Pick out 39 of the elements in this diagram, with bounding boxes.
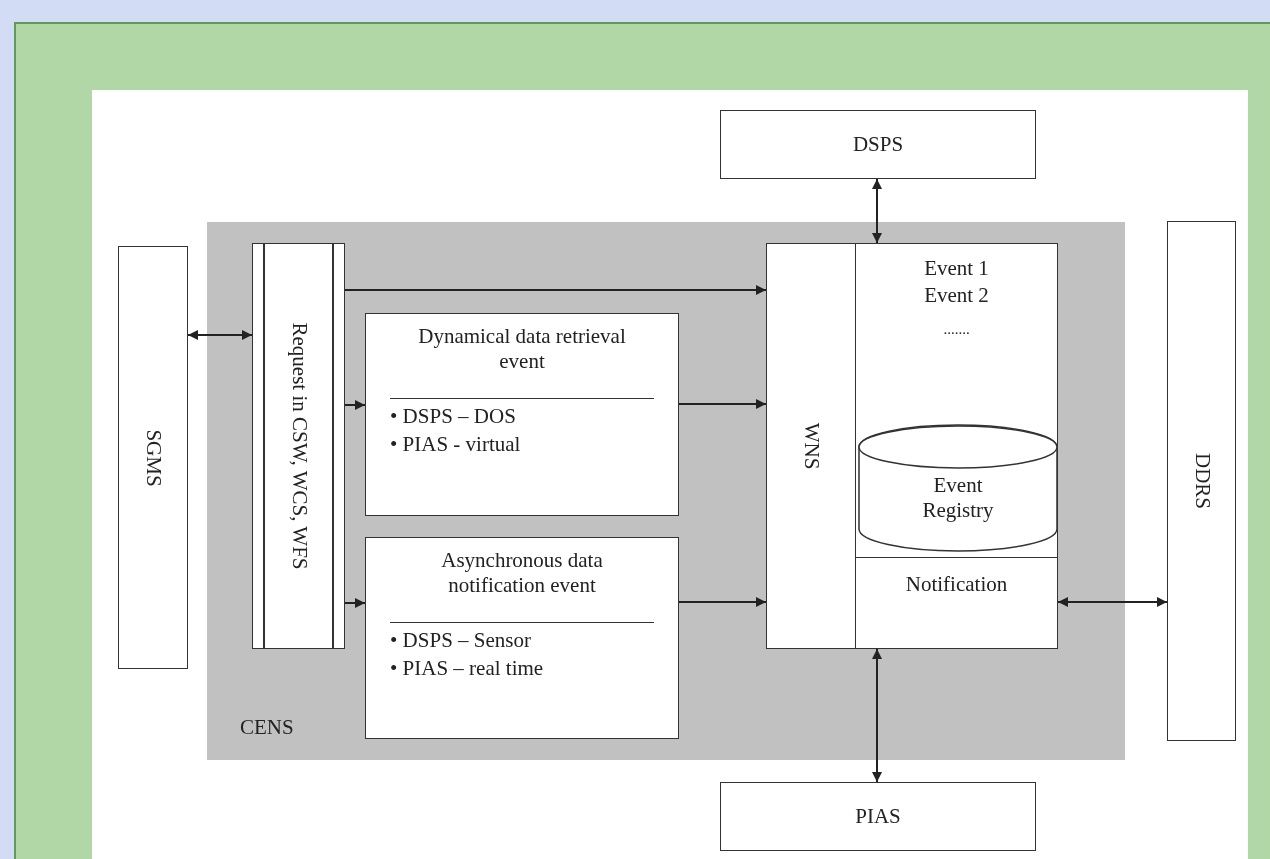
box-label: Notification — [905, 572, 1008, 596]
event-card — [365, 537, 679, 739]
event-list-box — [855, 243, 1058, 558]
bullet-item: • PIAS – real time — [390, 654, 545, 682]
box-label: DSPS — [852, 131, 904, 158]
event-label: Event 2 — [924, 283, 989, 309]
bullet-item: • DSPS – DOS — [390, 403, 517, 431]
process-box — [720, 782, 1036, 851]
region-label: CENS — [240, 714, 294, 740]
arrow — [872, 178, 882, 244]
process-box — [1167, 221, 1236, 741]
box-label: PIAS — [855, 803, 901, 830]
arrow — [678, 597, 767, 607]
arrow — [1057, 597, 1168, 607]
process-box — [855, 557, 1058, 649]
card-heading: Dynamical data retrieval event — [417, 324, 627, 375]
box-label: WNS — [798, 422, 824, 470]
arrow — [872, 648, 882, 783]
process-box — [118, 246, 188, 669]
arrow — [344, 598, 366, 608]
box-label: Request in CSW, WCS, WFS — [286, 322, 311, 570]
arrow — [344, 285, 767, 295]
bullet-item: • DSPS – Sensor — [390, 627, 532, 655]
request-box — [252, 243, 345, 649]
event-label: Event 1 — [924, 256, 989, 282]
cens-region — [207, 222, 1125, 760]
process-box — [766, 243, 856, 649]
ellipsis: ....... — [943, 320, 970, 339]
arrow — [344, 400, 366, 410]
event-card — [365, 313, 679, 516]
process-box — [720, 110, 1036, 179]
bullet-item: • PIAS - virtual — [390, 430, 522, 458]
arrow — [187, 330, 253, 340]
box-label: SGMS — [140, 428, 166, 487]
box-label: DDRS — [1189, 453, 1214, 509]
cylinder-label: Event Registry — [921, 472, 995, 524]
card-heading: Asynchronous data notification event — [440, 548, 604, 599]
arrow — [678, 399, 767, 409]
database-cylinder — [858, 425, 1058, 551]
